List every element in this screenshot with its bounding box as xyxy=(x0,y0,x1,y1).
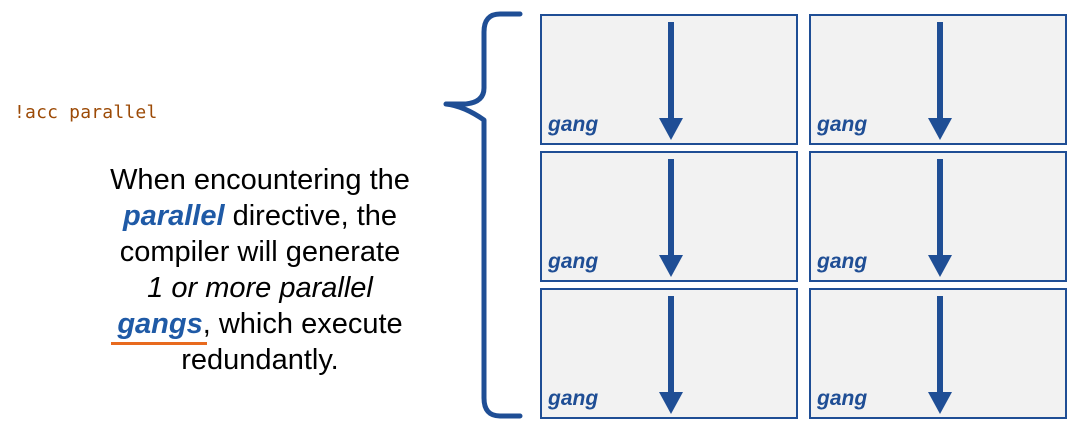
down-arrow-icon xyxy=(659,159,683,277)
arrow-head xyxy=(928,392,952,414)
code-directive: !acc parallel xyxy=(14,102,158,123)
curly-brace xyxy=(443,11,523,419)
arrow-head xyxy=(928,118,952,140)
explanation-part1: When encountering the xyxy=(110,164,410,196)
gang-box: gang xyxy=(540,151,798,282)
brace-path xyxy=(443,11,523,419)
gang-label: gang xyxy=(548,113,599,136)
explanation-italic: 1 or more parallel xyxy=(147,272,373,304)
arrow-head xyxy=(659,118,683,140)
gang-label: gang xyxy=(817,387,868,410)
gang-label: gang xyxy=(817,113,868,136)
gang-box: gang xyxy=(540,288,798,419)
down-arrow-icon xyxy=(659,22,683,140)
gangs-underline xyxy=(111,342,207,345)
explanation-text: When encountering the parallel directive… xyxy=(80,162,440,378)
gang-label: gang xyxy=(817,250,868,273)
arrow-head xyxy=(659,392,683,414)
down-arrow-icon xyxy=(928,22,952,140)
arrow-shaft xyxy=(668,296,674,394)
gangs-keyword: gangs xyxy=(117,308,203,340)
down-arrow-icon xyxy=(928,159,952,277)
gang-box: gang xyxy=(540,14,798,145)
down-arrow-icon xyxy=(928,296,952,414)
gang-box: gang xyxy=(809,288,1067,419)
gang-box: gang xyxy=(809,151,1067,282)
gangs-word-wrapper: gangs xyxy=(111,306,207,345)
gang-label: gang xyxy=(548,387,599,410)
down-arrow-icon xyxy=(659,296,683,414)
arrow-shaft xyxy=(937,22,943,120)
gang-box: gang xyxy=(809,14,1067,145)
explanation-part2: directive, the compiler will generate xyxy=(119,200,401,268)
arrow-head xyxy=(659,255,683,277)
arrow-head xyxy=(928,255,952,277)
explanation-part3: , which execute redundantly. xyxy=(181,308,403,376)
parallel-keyword: parallel xyxy=(122,200,225,232)
arrow-shaft xyxy=(668,22,674,120)
arrow-shaft xyxy=(937,296,943,394)
gang-label: gang xyxy=(548,250,599,273)
arrow-shaft xyxy=(668,159,674,257)
arrow-shaft xyxy=(937,159,943,257)
